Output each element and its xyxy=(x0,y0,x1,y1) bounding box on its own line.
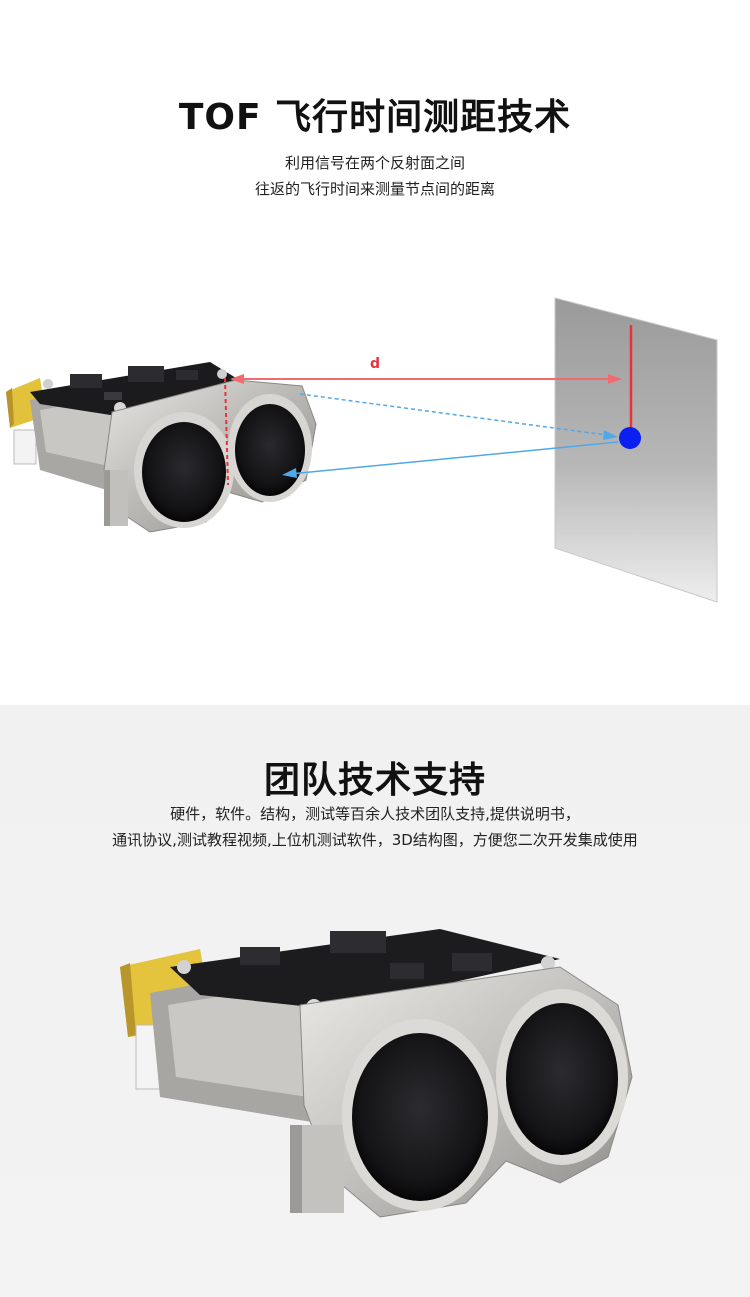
target-wall xyxy=(554,297,718,603)
tof-subtitle-line-1: 利用信号在两个反射面之间 xyxy=(284,154,465,172)
tof-diagram xyxy=(6,297,718,603)
distance-arrowhead-right xyxy=(608,374,622,384)
tof-subtitle: 利用信号在两个反射面之间 往返的飞行时间来测量节点间的距离 xyxy=(0,150,750,202)
support-description-line-1: 硬件，软件。结构，测试等百余人技术团队支持,提供说明书， xyxy=(170,805,580,823)
origin-reference-line xyxy=(224,377,229,486)
emitted-beam xyxy=(299,393,615,437)
product-image xyxy=(120,929,633,1218)
reflected-beam-arrowhead xyxy=(282,468,297,478)
support-description-line-2: 通讯协议,测试教程视频,上位机测试软件，3D结构图，方便您二次开发集成使用 xyxy=(112,831,638,849)
support-description: 硬件，软件。结构，测试等百余人技术团队支持,提供说明书， 通讯协议,测试教程视频… xyxy=(0,801,750,853)
distance-label: d xyxy=(370,356,381,372)
rangefinder-product xyxy=(120,929,633,1218)
reflected-beam xyxy=(289,441,619,475)
rangefinder-device xyxy=(6,362,317,533)
tof-section: TOF 飞行时间测距技术 利用信号在两个反射面之间 往返的飞行时间来测量节点间的… xyxy=(0,97,750,603)
target-point xyxy=(619,427,641,449)
support-title: 团队技术支持 xyxy=(263,760,486,801)
distance-arrowhead-left xyxy=(230,374,244,384)
emitted-beam-arrowhead xyxy=(603,430,618,440)
support-section: 团队技术支持 硬件，软件。结构，测试等百余人技术团队支持,提供说明书， 通讯协议… xyxy=(0,705,750,1297)
tof-subtitle-line-2: 往返的飞行时间来测量节点间的距离 xyxy=(254,180,495,198)
tof-title: TOF 飞行时间测距技术 xyxy=(178,97,572,138)
